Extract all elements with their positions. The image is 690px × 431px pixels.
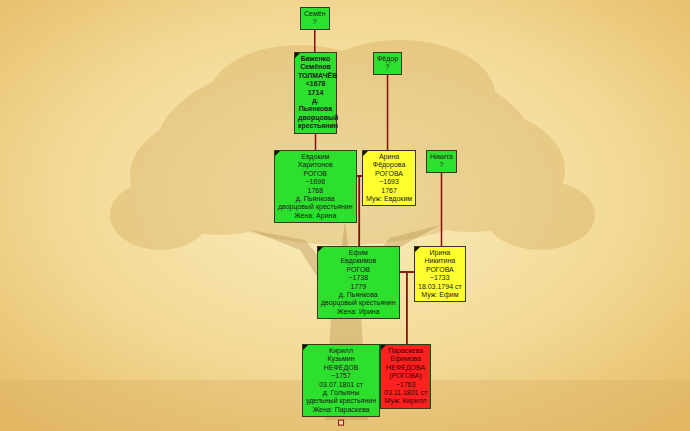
person-text: Кузьмин [306,355,376,363]
person-text: Харитонов [278,161,353,169]
descendant-marker [339,420,344,425]
person-box: ИринаНикитинаРОГОВА~173318.03.1794 стМуж… [414,246,466,302]
corner-mark [415,247,420,252]
person-text: дворцовый крестьянин [298,114,333,131]
person-text: (РОГОВА) [384,372,427,380]
person-text: Ефим [321,249,396,257]
person-text: Ирина [418,249,462,257]
family-line [441,173,443,246]
person-text: Муж: Ефим [418,291,462,299]
person-text: д. Пьянкова [278,195,353,203]
person-box: Никита? [426,150,457,173]
person-text: РОГОВА [418,266,462,274]
family-line [387,75,389,150]
person-text: Ефимова [384,355,427,363]
person-text: 18.03.1794 ст [418,283,462,291]
person-text: ~1733 [418,274,462,282]
person-text: д. Голыяны [306,389,376,397]
person-text: Муж: Евдоким [366,195,412,203]
person-box: Семён? [300,7,330,30]
person-text: Евдокимов [321,257,396,265]
person-text: Фёдорова [366,161,412,169]
person-text: Евдоким [278,153,353,161]
person-text: РОГОВ [278,170,353,178]
person-text: Кирилл [306,347,376,355]
person-text: Жена: Ирина [321,308,396,316]
person-text: 1779 [321,283,396,291]
person-text: ~1738 [321,274,396,282]
person-text: Жена: Арина [278,212,353,220]
person-text: ~1763 [384,381,427,389]
person-text: 1768 [278,187,353,195]
corner-mark [275,151,280,156]
person-text: Арина [366,153,412,161]
person-text: Параскева [384,347,427,355]
person-text: Никитина [418,257,462,265]
person-box: ЕфимЕвдокимовРОГОВ~17381779д. Пьянковадв… [317,246,400,319]
person-text: НЕФЁДОВА [384,364,427,372]
person-text: 03.11.1801 ст [384,389,427,397]
person-box: КириллКузьминНЕФЁДОВ~175703.07.1801 стд.… [302,344,380,417]
person-box: ЕвдокимХаритоновРОГОВ~16981768д. Пьянков… [274,150,357,223]
person-text: ? [377,63,398,71]
corner-mark [363,151,368,156]
person-text: дворцовый крестьянин [278,203,353,211]
person-text: д. Пьянкова [321,291,396,299]
person-text: 1714 [298,89,333,97]
person-text: НЕФЁДОВ [306,364,376,372]
person-box: ПараскеваЕфимоваНЕФЁДОВА(РОГОВА)~176303.… [380,344,431,409]
person-text: РОГОВА [366,170,412,178]
person-text: Никита [430,153,453,161]
person-text: д. Пьянкова [298,97,333,114]
person-text: ~1698 [278,178,353,186]
person-text: РОГОВ [321,266,396,274]
person-text: Фёдор [377,55,398,63]
person-text: удельный крестьянин [306,397,376,405]
person-text: Семёнов [298,63,333,71]
person-text: дворцовый крестьянин [321,299,396,307]
person-box: БаженкоСемёновТОЛМАЧЁВ<16781714д. Пьянко… [294,52,337,134]
family-line [314,30,316,52]
corner-mark [303,345,308,350]
person-box: АринаФёдороваРОГОВА~16931767Муж: Евдоким [362,150,416,206]
corner-mark [295,53,300,58]
person-text: Муж: Кирилл [384,397,427,405]
family-line [400,272,407,344]
person-text: 1767 [366,187,412,195]
person-text: <1678 [298,80,333,88]
person-text: ТОЛМАЧЁВ [298,72,333,80]
person-text: ? [304,18,326,26]
person-box: Фёдор? [373,52,402,75]
family-line [407,272,414,344]
person-text: Жена: Параскева [306,406,376,414]
person-text: ? [430,161,453,169]
family-line [315,134,317,150]
person-text: ~1693 [366,178,412,186]
person-text: ~1757 [306,372,376,380]
corner-mark [381,345,386,350]
corner-mark [318,247,323,252]
person-text: 03.07.1801 ст [306,381,376,389]
person-text: Семён [304,10,326,18]
person-text: Баженко [298,55,333,63]
